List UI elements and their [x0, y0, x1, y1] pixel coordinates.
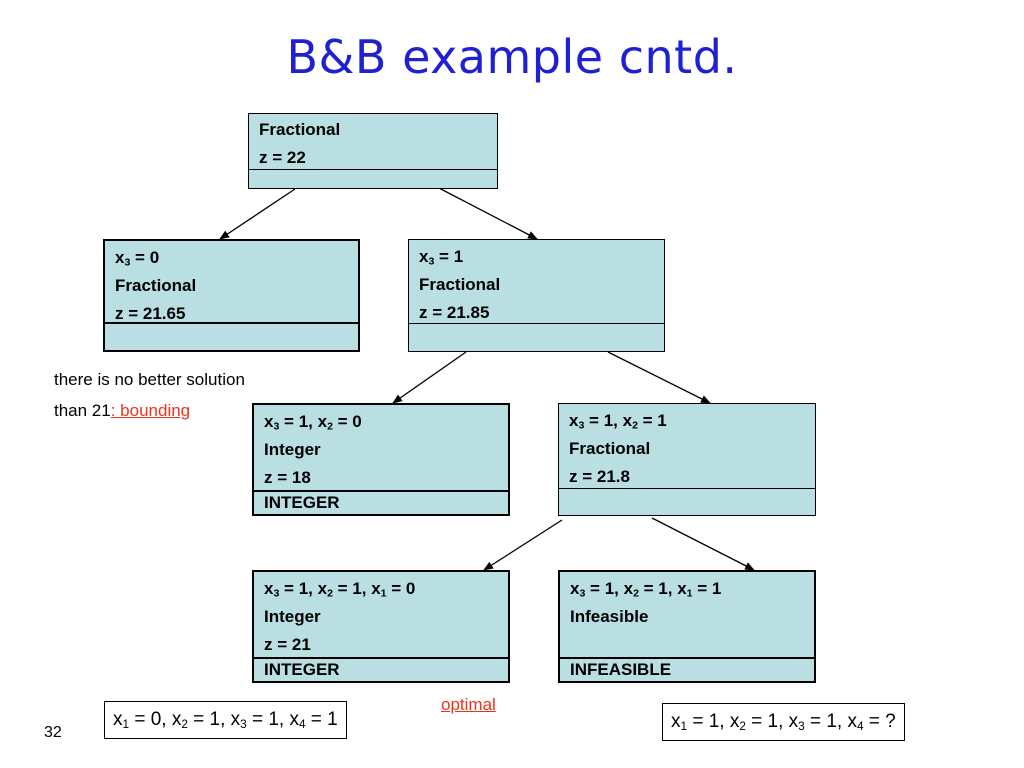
node-x3-1-x2-1-x1-1: x3 = 1, x2 = 1, x1 = 1 Infeasible INFEAS…	[558, 570, 816, 683]
node-root-line-1: Fractional	[259, 120, 341, 139]
node-x1-0-line-3: z = 21	[264, 635, 311, 654]
solution-infeasible-text: x1 = 1, x2 = 1, x3 = 1, x4 = ?	[671, 711, 896, 733]
node-x1-0-line-2: Integer	[264, 607, 321, 626]
node-x3-1-branch: x3 = 1	[419, 247, 464, 268]
node-x3-1-x2-0-status: INTEGER	[254, 490, 508, 514]
node-root-status	[249, 169, 497, 188]
node-x3-1-x2-0-branch: x3 = 1, x2 = 0	[264, 412, 362, 433]
node-x1-0-branch: x3 = 1, x2 = 1, x1 = 0	[264, 579, 416, 600]
node-x1-1-branch: x3 = 1, x2 = 1, x1 = 1	[570, 579, 722, 600]
slide-title: B&B example cntd.	[286, 30, 738, 84]
edge-x2-1-to-x1-0	[483, 519, 563, 571]
node-x3-1-x2-1-line-2: Fractional	[569, 439, 651, 458]
optimal-label[interactable]: optimal	[441, 695, 496, 714]
page-number: 32	[44, 724, 62, 741]
node-x1-0-status: INTEGER	[254, 657, 508, 681]
solution-optimal-box: x1 = 0, x2 = 1, x3 = 1, x4 = 1	[104, 701, 347, 739]
solution-optimal-text: x1 = 0, x2 = 1, x3 = 1, x4 = 1	[113, 709, 338, 731]
node-x3-1-x2-1-branch: x3 = 1, x2 = 1	[569, 411, 667, 432]
node-x3-0-branch: x3 = 0	[115, 248, 160, 269]
node-root: Fractional z = 22	[248, 113, 498, 189]
node-x3-1-x2-1-status	[559, 488, 815, 515]
node-x3-1-line-2: Fractional	[419, 275, 501, 294]
node-x3-0-line-2: Fractional	[115, 276, 197, 295]
node-x3-1-x2-0: x3 = 1, x2 = 0 Integer z = 18 INTEGER	[252, 403, 510, 516]
bounding-note-line-1: there is no better solution	[54, 370, 245, 389]
node-x1-1-line-2: Infeasible	[570, 607, 649, 626]
bounding-note-prefix: than 21	[54, 401, 111, 420]
bounding-link[interactable]: : bounding	[110, 401, 191, 420]
node-x3-1-x2-0-line-2: Integer	[264, 440, 321, 459]
node-x3-1: x3 = 1 Fractional z = 21.85	[408, 239, 665, 352]
edge-x3-1-to-x2-1	[607, 351, 711, 404]
edge-root-to-x3-1	[436, 186, 538, 240]
node-x3-1-x2-0-line-3: z = 18	[264, 468, 311, 487]
node-root-line-2: z = 22	[259, 148, 306, 167]
edge-x3-1-to-x2-0	[392, 351, 467, 404]
node-x3-0-line-3: z = 21.65	[115, 304, 186, 323]
node-x3-0: x3 = 0 Fractional z = 21.65	[103, 239, 360, 352]
node-x3-1-x2-1-line-3: z = 21.8	[569, 467, 630, 486]
edge-root-to-x3-0	[219, 188, 296, 240]
node-x3-0-status	[105, 322, 358, 350]
solution-infeasible-box: x1 = 1, x2 = 1, x3 = 1, x4 = ?	[662, 703, 905, 741]
edge-x2-1-to-x1-1	[651, 517, 755, 571]
node-x3-1-x2-1: x3 = 1, x2 = 1 Fractional z = 21.8	[558, 403, 816, 516]
node-x3-1-x2-1-x1-0: x3 = 1, x2 = 1, x1 = 0 Integer z = 21 IN…	[252, 570, 510, 683]
node-x3-1-line-3: z = 21.85	[419, 303, 490, 322]
bounding-note-line-2: than 21: bounding	[54, 402, 190, 419]
node-x3-1-status	[409, 323, 664, 351]
node-x1-1-status: INFEASIBLE	[560, 657, 814, 681]
